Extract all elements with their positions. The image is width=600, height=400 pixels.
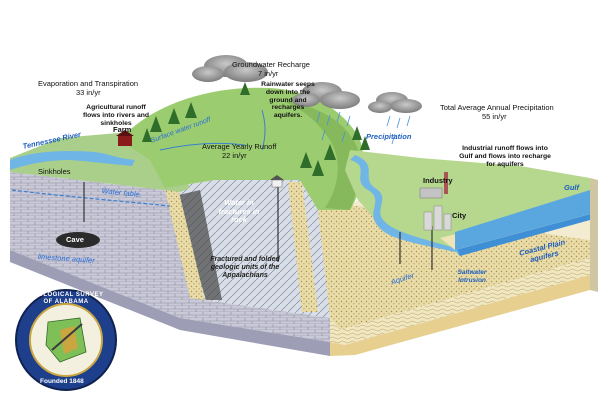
- saltwater-intrusion-label: Saltwater Intrusion: [457, 269, 487, 284]
- evaporation-title: Evaporation and Transpiration: [38, 79, 139, 88]
- cave: [56, 232, 100, 248]
- industrial-runoff-label: Industrial runoff flows into Gulf and fl…: [459, 145, 551, 168]
- average-runoff-title: Average Yearly Runoff: [202, 142, 277, 151]
- hill-house: [270, 175, 284, 188]
- fractured-units-label: Fractured and folded geologic units of t…: [210, 256, 280, 279]
- tan-fold-band: [165, 188, 205, 300]
- cloud-recharge: [192, 55, 268, 82]
- lower-rock-front: [10, 250, 330, 356]
- seal-founded-text: Founded 1848: [40, 378, 84, 385]
- city-label: City: [452, 211, 467, 220]
- cloud-precipitation-2: [368, 92, 422, 113]
- seal-ring-text: GEOLOGICAL SURVEY OF ALABAMA: [28, 292, 104, 305]
- trees: [142, 82, 370, 176]
- tan-fold-band-2: [288, 182, 318, 312]
- rain: [316, 111, 411, 145]
- evaporation-value: 33 in/yr: [76, 88, 101, 97]
- industry-buildings: [419, 172, 448, 199]
- gulf-front: [455, 214, 590, 256]
- agricultural-runoff-label: Agricultural runoff flows into rivers an…: [82, 104, 150, 127]
- total-precipitation-title: Total Average Annual Precipitation: [440, 103, 554, 112]
- total-precipitation-value: 55 in/yr: [482, 112, 507, 121]
- farm-label: Farm: [113, 125, 132, 134]
- runoff-arrow: [159, 142, 246, 151]
- bedrock-front-left: [10, 172, 330, 342]
- coastal-layer-3: [330, 275, 590, 356]
- hill-shadow: [280, 100, 360, 210]
- survey-seal: [15, 289, 117, 391]
- groundwater-recharge-value: 7 in/yr: [258, 69, 279, 78]
- coastal-layer-2: [330, 258, 590, 345]
- sinkholes-label: Sinkholes: [38, 167, 71, 176]
- gulf-water: [455, 190, 590, 250]
- farm-barn: [116, 130, 134, 146]
- water-table-line: [11, 189, 171, 207]
- city-buildings: [423, 205, 452, 231]
- cave-label: Cave: [66, 235, 84, 244]
- tennessee-river: [10, 150, 135, 170]
- dark-fold-band: [175, 190, 222, 300]
- coastal-river: [350, 155, 460, 253]
- cloud-precipitation-1: [292, 82, 360, 109]
- precipitation-label: Precipitation: [366, 132, 412, 141]
- block-right-edge: [590, 178, 598, 292]
- gulf-label: Gulf: [564, 183, 579, 192]
- runoff-arrow-2: [261, 109, 266, 151]
- hill: [120, 87, 364, 210]
- industry-label: Industry: [423, 176, 453, 185]
- groundwater-recharge-title: Groundwater Recharge: [232, 60, 310, 69]
- water-in-fractures-label: Water in fractures in rock: [218, 198, 260, 224]
- rainwater-label: Rainwater seeps down into the ground and…: [261, 81, 315, 120]
- average-runoff-value: 22 in/yr: [222, 151, 247, 160]
